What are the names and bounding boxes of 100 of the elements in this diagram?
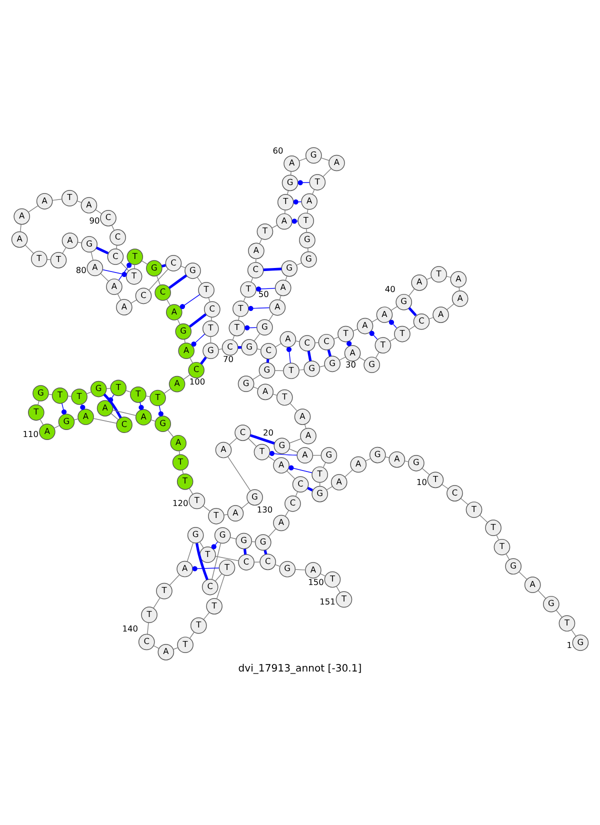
connector bbox=[48, 394, 53, 396]
connector bbox=[130, 300, 137, 304]
connector bbox=[294, 569, 306, 570]
node-circle: A bbox=[411, 274, 428, 291]
connector bbox=[96, 246, 109, 254]
node-circle: G bbox=[279, 560, 296, 578]
node-circle: A bbox=[168, 376, 186, 392]
connector bbox=[290, 402, 298, 412]
connector bbox=[408, 307, 417, 316]
node-circle: G bbox=[543, 596, 560, 612]
node-circle: T bbox=[188, 492, 206, 510]
connector bbox=[241, 502, 249, 509]
node-circle: T bbox=[254, 444, 270, 460]
node-circle: A bbox=[248, 242, 264, 260]
connector bbox=[371, 318, 378, 322]
connector bbox=[156, 275, 161, 286]
connector bbox=[352, 328, 358, 332]
node-circle: T bbox=[156, 582, 172, 600]
connector bbox=[460, 498, 468, 505]
connector bbox=[256, 348, 262, 350]
node-circle: A bbox=[294, 408, 311, 425]
node-circle: T bbox=[228, 320, 246, 336]
connector bbox=[298, 180, 310, 186]
connector bbox=[46, 259, 51, 260]
connector bbox=[166, 299, 171, 306]
connector bbox=[295, 491, 298, 497]
node-circle: G bbox=[246, 489, 263, 506]
node-circle: A bbox=[300, 428, 316, 444]
node-circle: C bbox=[165, 255, 182, 272]
node-circle: A bbox=[328, 154, 345, 172]
node-circle: T bbox=[126, 248, 144, 265]
connector bbox=[320, 158, 330, 161]
node-circle: A bbox=[80, 197, 98, 214]
connector bbox=[54, 425, 60, 429]
connector bbox=[289, 448, 298, 453]
connector bbox=[178, 450, 180, 455]
connector bbox=[215, 573, 222, 582]
node-label: 150 bbox=[308, 576, 324, 587]
connector bbox=[322, 462, 326, 468]
node-circle: T bbox=[276, 389, 293, 406]
connector bbox=[255, 258, 256, 263]
connector bbox=[40, 419, 44, 426]
connector bbox=[264, 550, 268, 554]
connector bbox=[148, 268, 168, 290]
node-label: 80 bbox=[76, 265, 86, 276]
connector bbox=[344, 470, 353, 478]
connector bbox=[298, 158, 307, 162]
node-circle: A bbox=[36, 193, 53, 210]
connector bbox=[254, 562, 260, 563]
connector bbox=[336, 586, 340, 593]
connector bbox=[95, 209, 102, 214]
connector bbox=[250, 434, 275, 445]
node-circle: A bbox=[14, 208, 30, 225]
connector bbox=[319, 365, 325, 368]
connector bbox=[279, 295, 282, 300]
node-label: 90 bbox=[89, 215, 100, 226]
node-circle: G bbox=[81, 236, 98, 253]
connector bbox=[150, 419, 156, 422]
node-circle: C bbox=[107, 248, 124, 265]
connector bbox=[296, 262, 302, 266]
connector bbox=[375, 352, 380, 358]
connector bbox=[307, 486, 314, 492]
node-circle: T bbox=[50, 252, 67, 268]
node-circle: G bbox=[214, 527, 231, 544]
node-circle: G bbox=[254, 534, 272, 551]
connector bbox=[200, 542, 204, 548]
connector bbox=[287, 190, 289, 195]
connector bbox=[188, 313, 207, 328]
connector bbox=[180, 266, 186, 268]
connector bbox=[312, 189, 315, 195]
node-circle: A bbox=[178, 342, 195, 359]
connector bbox=[196, 543, 208, 580]
connector bbox=[167, 430, 174, 438]
connector bbox=[390, 338, 396, 342]
connector bbox=[100, 273, 109, 282]
node-circle: A bbox=[170, 434, 187, 452]
connector bbox=[243, 548, 247, 555]
connector bbox=[286, 346, 292, 364]
node-circle: C bbox=[446, 485, 463, 502]
connector bbox=[327, 350, 332, 357]
node-circle: T bbox=[141, 606, 158, 624]
node-circle: T bbox=[176, 474, 194, 490]
node-circle: A bbox=[11, 231, 28, 248]
connector bbox=[306, 209, 308, 214]
node-circle: C bbox=[318, 334, 335, 350]
node-circle: T bbox=[208, 508, 224, 524]
connector bbox=[263, 268, 282, 272]
node-label: 100 bbox=[189, 376, 206, 387]
connector bbox=[90, 252, 94, 261]
connector bbox=[224, 514, 228, 516]
node-circle: G bbox=[304, 360, 320, 377]
connector bbox=[272, 394, 278, 396]
node-circle: A bbox=[116, 299, 132, 316]
node-label: 20 bbox=[262, 428, 274, 438]
connector bbox=[339, 356, 346, 360]
node-label: 120 bbox=[172, 498, 188, 508]
connector bbox=[359, 357, 366, 362]
node-circle: T bbox=[427, 472, 444, 488]
node-circle: T bbox=[177, 636, 194, 654]
connector bbox=[142, 260, 148, 265]
